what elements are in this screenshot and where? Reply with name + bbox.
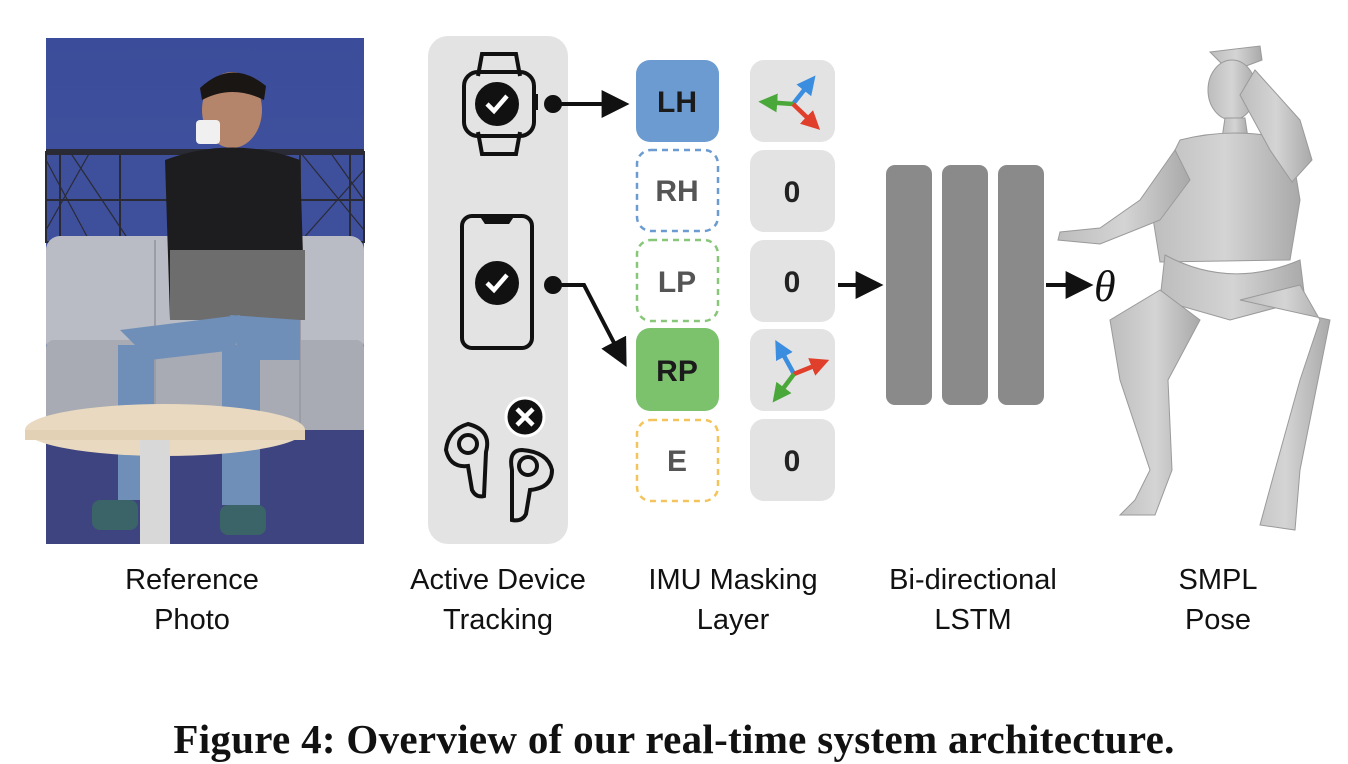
reference-photo: [25, 38, 365, 544]
mask-box-lh: LH: [636, 60, 719, 142]
round-table: [25, 404, 305, 544]
axes-icon: [772, 340, 830, 403]
lstm-block: [886, 165, 1044, 405]
mask-box-e: E: [635, 418, 720, 503]
svg-text:0: 0: [784, 176, 801, 209]
svg-text:E: E: [667, 445, 687, 478]
device-arrows: [544, 90, 630, 367]
lstm-layer: [998, 165, 1044, 405]
mask-box-rh: RH: [635, 148, 720, 233]
lstm-layer: [886, 165, 932, 405]
watch-check-icon: [462, 52, 538, 156]
value-box-rh: 0: [750, 150, 835, 232]
phone-check-icon: [460, 214, 534, 350]
svg-text:LP: LP: [658, 266, 696, 299]
svg-text:RP: RP: [656, 355, 698, 388]
value-box-lh: [750, 60, 835, 142]
mask-box-lp: LP: [635, 238, 720, 323]
value-box-rp: [750, 329, 835, 411]
earbuds-x-icon: [443, 396, 555, 523]
mask-box-rp: RP: [636, 328, 719, 411]
figure-caption: Figure 4: Overview of our real-time syst…: [173, 716, 1175, 762]
axes-icon: [758, 75, 821, 130]
svg-text:0: 0: [784, 445, 801, 478]
svg-text:LH: LH: [657, 86, 697, 119]
lstm-layer: [942, 165, 988, 405]
theta-symbol: θ: [1094, 262, 1116, 311]
smpl-mesh: [1057, 45, 1331, 531]
svg-text:RH: RH: [655, 175, 698, 208]
value-box-lp: 0: [750, 240, 835, 322]
value-box-e: 0: [750, 419, 835, 501]
svg-text:0: 0: [784, 266, 801, 299]
